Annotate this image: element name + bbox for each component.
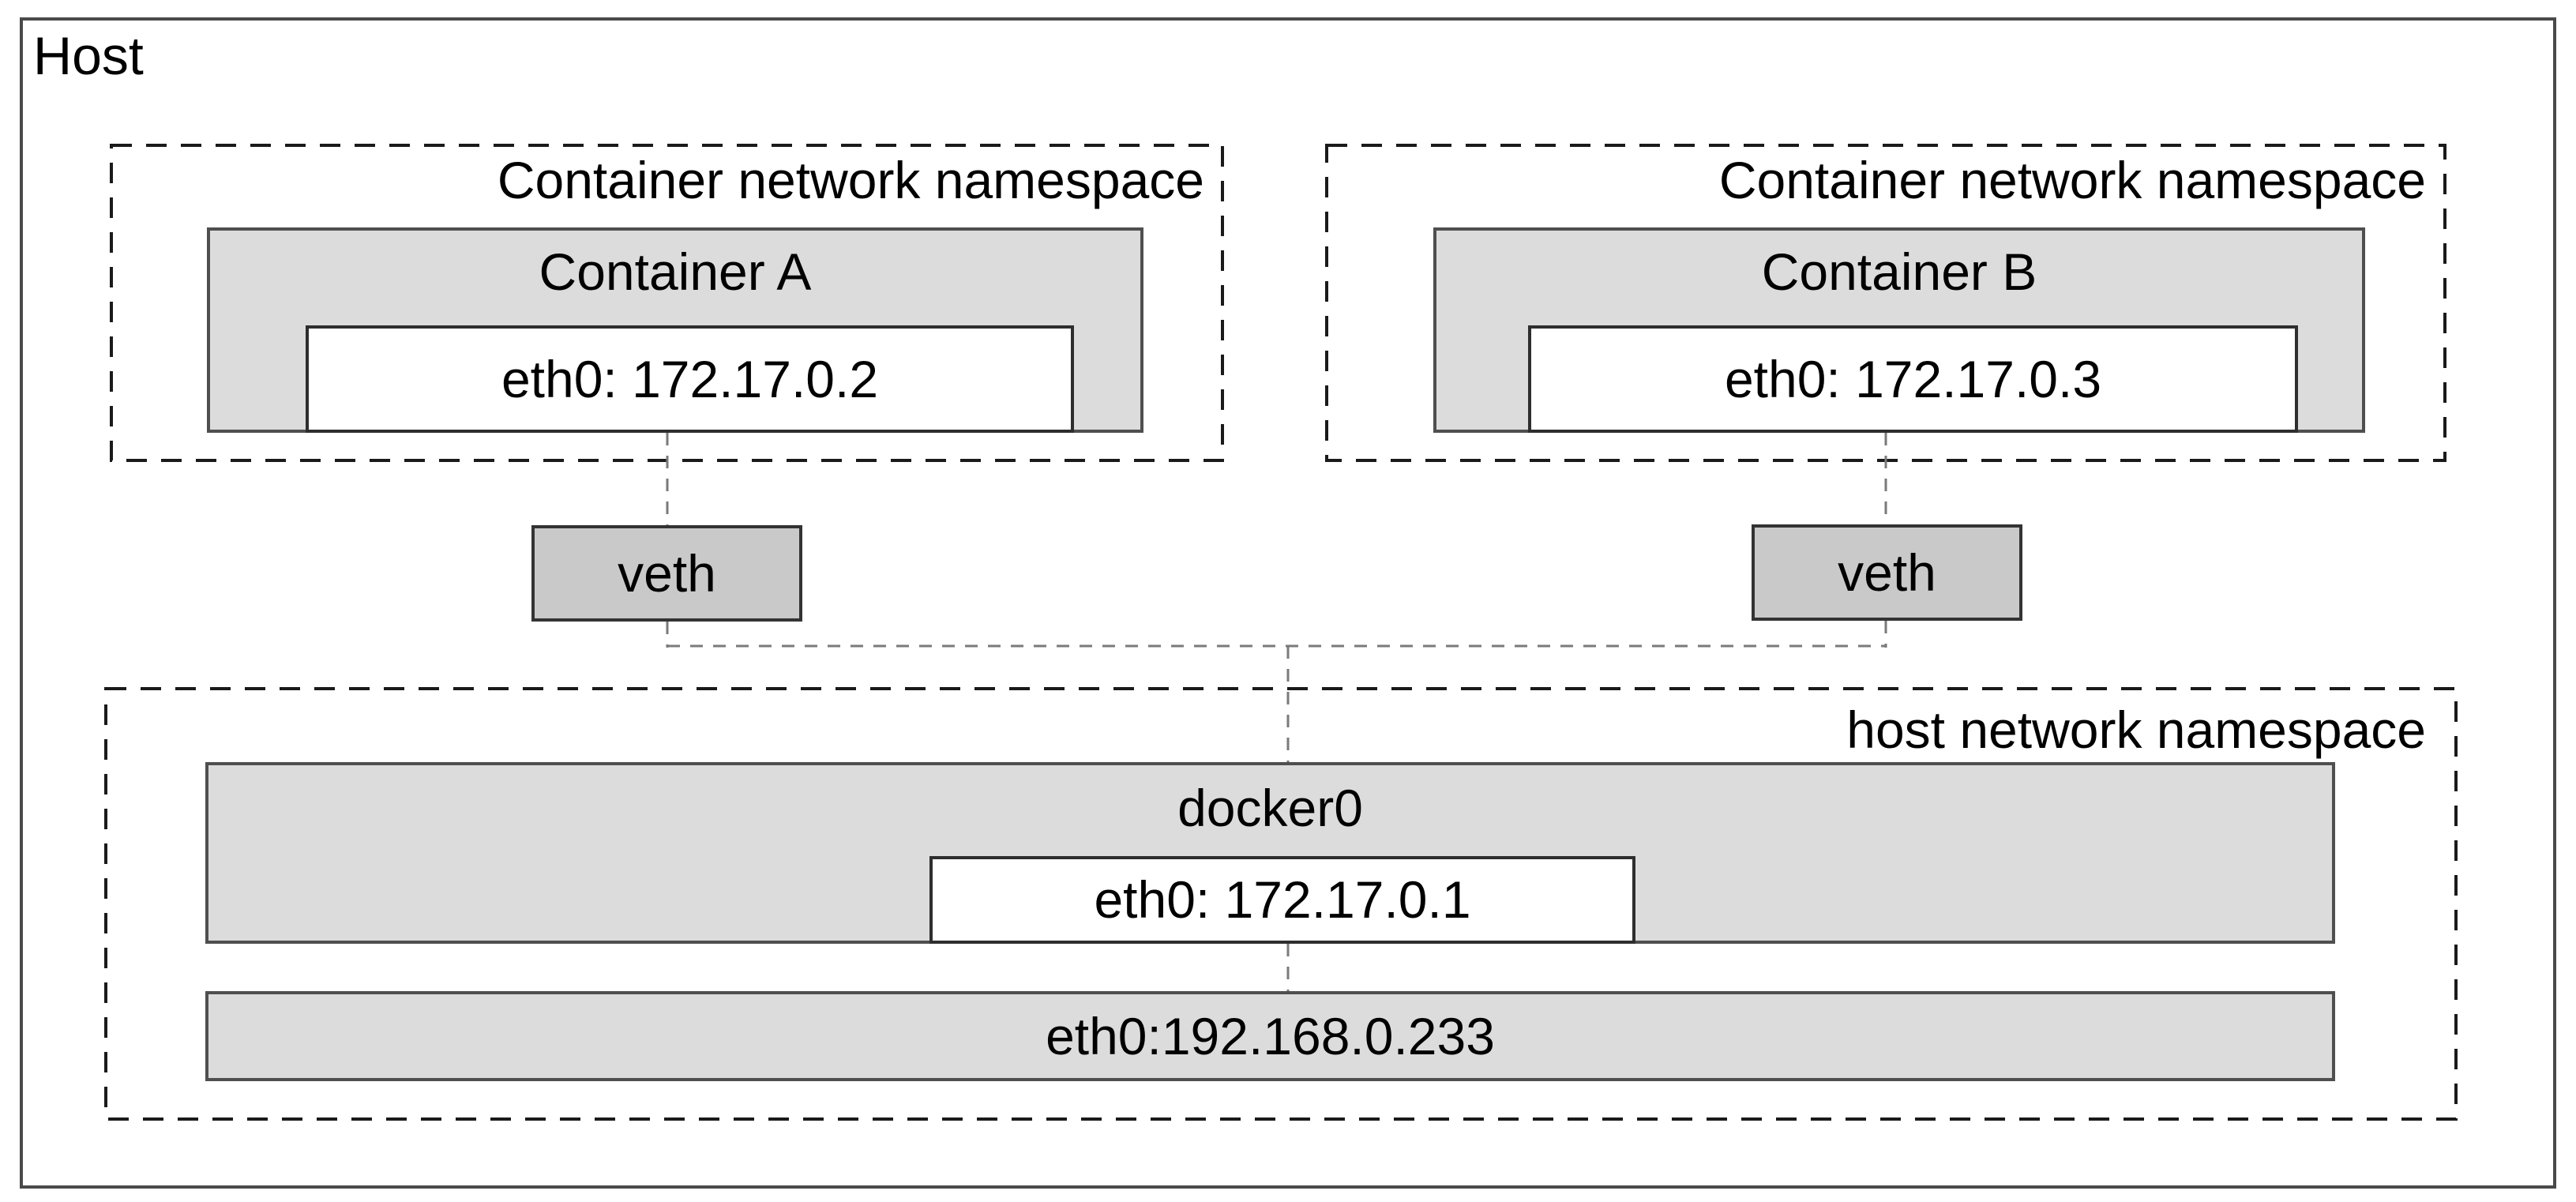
container-b-eth0-box: eth0: 172.17.0.3 xyxy=(1528,325,2298,433)
container-b-title: Container B xyxy=(1761,242,2037,301)
veth-b-label: veth xyxy=(1838,543,1936,602)
host-label: Host xyxy=(33,26,144,86)
docker0-bridge-bar: docker0 eth0: 172.17.0.1 xyxy=(205,762,2335,944)
container-a-title: Container A xyxy=(539,242,812,301)
veth-a-label: veth xyxy=(618,544,716,603)
docker0-eth0-label: eth0: 172.17.0.1 xyxy=(1094,870,1471,929)
veth-b-box: veth xyxy=(1752,524,2022,621)
container-a-box: Container A eth0: 172.17.0.2 xyxy=(207,227,1143,433)
container-namespace-b-label: Container network namespace xyxy=(1718,151,2426,209)
host-eth0-label: eth0:192.168.0.233 xyxy=(1046,1007,1495,1065)
container-a-eth0-label: eth0: 172.17.0.2 xyxy=(501,350,879,408)
container-a-eth0-box: eth0: 172.17.0.2 xyxy=(306,325,1074,433)
veth-a-box: veth xyxy=(531,525,802,622)
docker0-eth0-box: eth0: 172.17.0.1 xyxy=(929,856,1635,944)
docker0-label: docker0 xyxy=(1177,779,1363,837)
host-eth0-bar: eth0:192.168.0.233 xyxy=(205,991,2335,1081)
host-namespace-label: host network namespace xyxy=(1846,701,2426,759)
container-namespace-a-label: Container network namespace xyxy=(497,151,1204,209)
host-box xyxy=(20,17,2556,1189)
container-b-box: Container B eth0: 172.17.0.3 xyxy=(1433,227,2365,433)
container-b-eth0-label: eth0: 172.17.0.3 xyxy=(1724,350,2102,408)
